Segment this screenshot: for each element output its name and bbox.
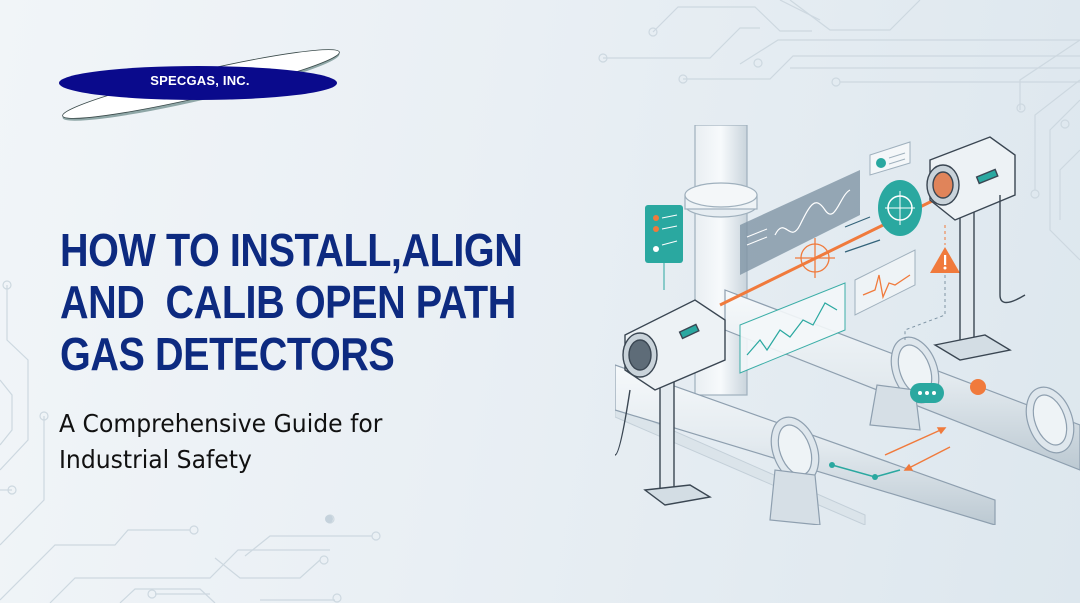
logo-swoosh-icon [59,49,340,121]
title-line-1: HOW TO INSTALL,ALIGN [60,224,523,276]
lower-pipe [615,364,996,525]
direction-arrows-icon [844,216,881,253]
measurement-arrows-icon [884,427,951,471]
trend-chart-panel [739,282,846,374]
title-line-3: GAS DETECTORS [60,328,395,380]
alignment-reticle-icon [795,238,835,278]
page-title: HOW TO INSTALL,ALIGN AND CALIB OPEN PATH… [60,224,523,380]
logo-text: SPECGAS, INC. [150,73,250,88]
ecg-panel [854,249,916,316]
title-line-2: AND CALIB OPEN PATH [60,276,516,328]
subtitle-line-2: Industrial Safety [59,445,252,474]
company-logo [56,42,346,128]
transmitter-unit [615,299,726,506]
pie-chart-bubble-icon [869,141,911,176]
warning-triangle-icon [904,225,960,340]
subtitle: A Comprehensive Guide for Industrial Saf… [59,406,382,478]
leak-indicator-icon [970,379,986,395]
status-card-icon [645,205,683,290]
gas-detector-illustration [615,125,1080,525]
receiver-unit [926,136,1026,361]
waveform-panel [740,170,860,275]
subtitle-line-1: A Comprehensive Guide for [59,409,383,438]
target-reticle-icon [878,180,922,236]
